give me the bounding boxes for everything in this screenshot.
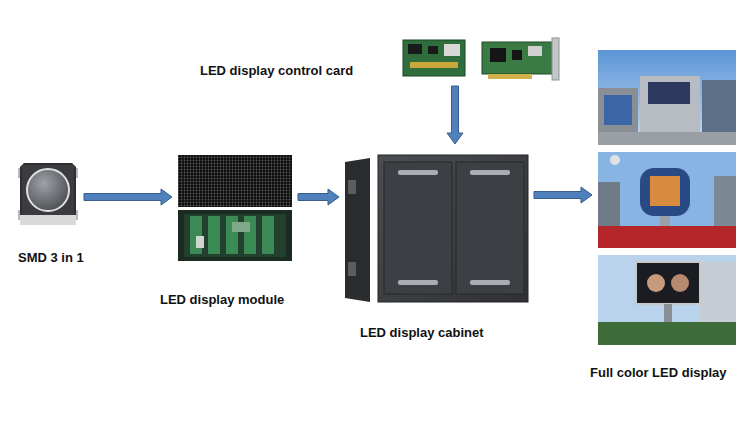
- node-label: LED display cabinet: [360, 325, 484, 341]
- node-label: LED display control card: [200, 63, 353, 79]
- display-photos: [598, 50, 736, 345]
- flow-arrow: [534, 187, 592, 203]
- illustration-node: Full color LED display: [598, 50, 736, 346]
- led-module: [178, 155, 292, 261]
- node-label: LED display module: [160, 292, 284, 308]
- illustration-node: SMD 3 in 1: [18, 163, 78, 225]
- node-label: SMD 3 in 1: [18, 250, 84, 266]
- node-label: Full color LED display: [590, 365, 727, 381]
- smd-led: [18, 163, 78, 225]
- illustration-node: LED display module: [178, 155, 292, 261]
- flow-arrow: [298, 189, 339, 205]
- control-cards: [403, 38, 559, 80]
- led-cabinet: [345, 155, 528, 302]
- illustration-node: LED display control card: [403, 38, 560, 80]
- flow-arrow: [447, 86, 463, 144]
- illustration-node: LED display cabinet: [345, 150, 528, 302]
- flow-arrow: [84, 189, 172, 205]
